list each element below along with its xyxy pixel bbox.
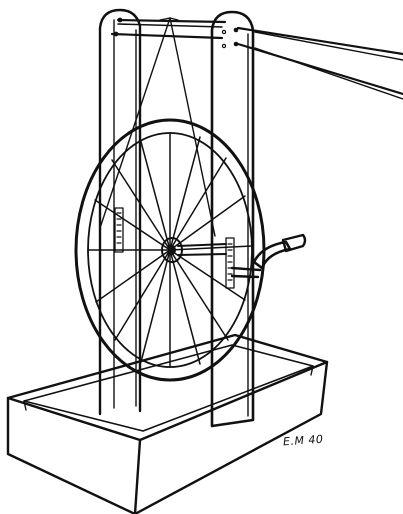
rope	[99, 17, 216, 237]
left-post-bracket	[114, 207, 124, 253]
top-rods	[110, 17, 227, 40]
base-tray	[6, 333, 329, 514]
extension-rods	[236, 26, 403, 100]
right-post	[210, 10, 255, 428]
spoked-wheel	[74, 118, 266, 382]
axle	[177, 243, 227, 256]
hand-crank	[230, 233, 307, 279]
right-post-bracket	[225, 237, 235, 289]
